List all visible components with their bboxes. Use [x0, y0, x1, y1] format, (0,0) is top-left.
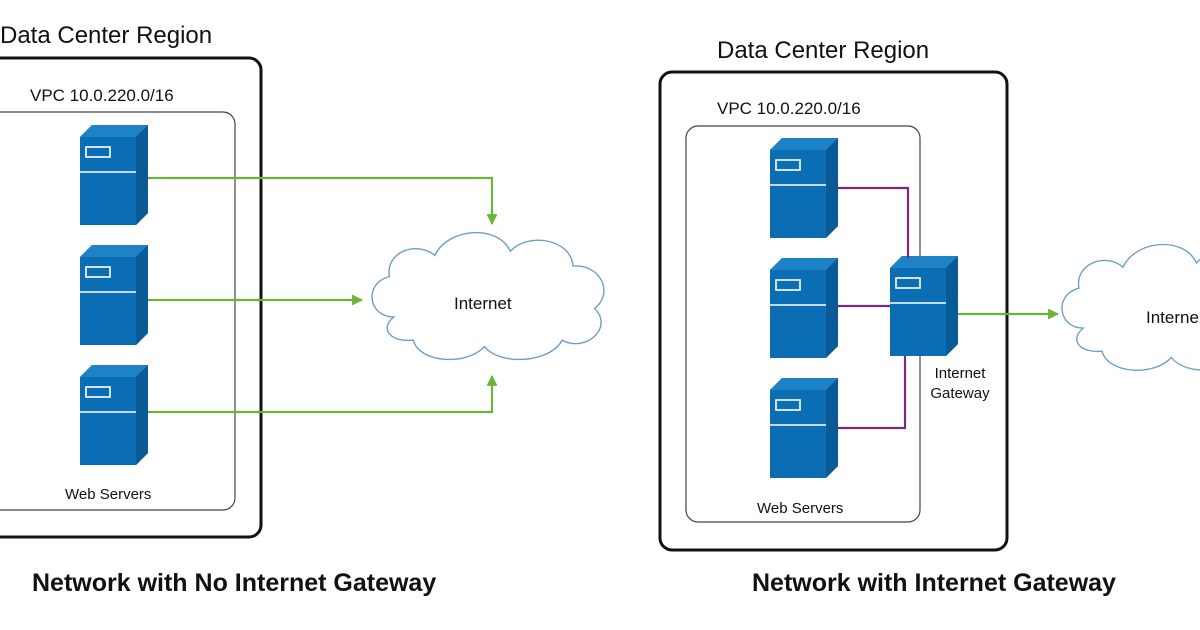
- left-server-icon-3: [79, 364, 149, 466]
- right-server-icon-1: [769, 137, 839, 239]
- left-vpc-box: [0, 111, 236, 511]
- left-vpc-label: VPC 10.0.220.0/16: [30, 86, 174, 105]
- right-group-label: Web Servers: [757, 500, 844, 517]
- right-diagram: [658, 70, 1200, 552]
- right-server-icon-3: [769, 377, 839, 479]
- left-caption: Network with No Internet Gateway: [32, 569, 437, 597]
- right-region-title: Data Center Region: [717, 37, 930, 64]
- right-vpc-label: VPC 10.0.220.0/16: [717, 99, 861, 118]
- left-server-icon-2: [79, 244, 149, 346]
- right-link-1: [838, 186, 910, 258]
- right-cloud-label: Interne: [1146, 308, 1199, 327]
- gateway-label: Internet Gateway: [924, 364, 996, 404]
- left-cloud-label: Internet: [454, 294, 512, 313]
- left-link-1: [148, 176, 498, 226]
- left-region-title: Data Center Region: [0, 22, 213, 49]
- gateway-server-icon: [889, 255, 959, 357]
- left-server-icon-1: [79, 124, 149, 226]
- left-region-box: [0, 56, 263, 539]
- gateway-label-line1: Internet: [934, 365, 986, 382]
- gateway-label-line2: Gateway: [930, 385, 990, 402]
- right-caption: Network with Internet Gateway: [752, 569, 1116, 597]
- left-group-label: Web Servers: [65, 486, 152, 503]
- left-link-3: [148, 374, 498, 414]
- left-diagram: [0, 56, 605, 539]
- right-link-3: [838, 356, 907, 430]
- right-region-box: [658, 70, 1009, 552]
- right-server-icon-2: [769, 257, 839, 359]
